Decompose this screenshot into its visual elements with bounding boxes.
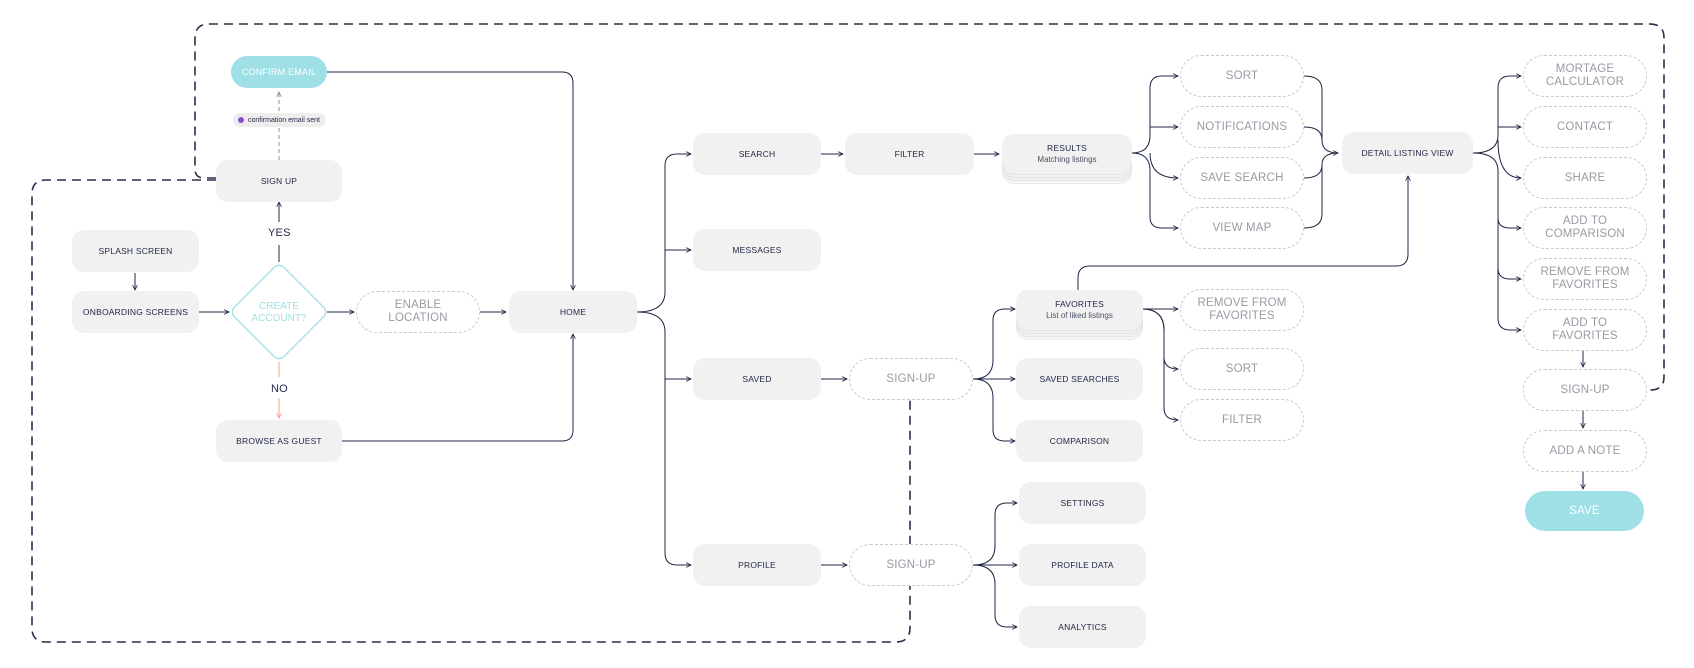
messages-node[interactable]: MESSAGES xyxy=(693,229,821,271)
enable-location-line2: LOCATION xyxy=(388,312,448,324)
favorites-remove-line1: REMOVE FROM xyxy=(1197,297,1287,309)
favorites-sort-node[interactable]: SORT xyxy=(1180,348,1304,390)
favorites-filter-node[interactable]: FILTER xyxy=(1180,399,1304,441)
search-node[interactable]: SEARCH xyxy=(693,133,821,175)
contact-node[interactable]: CONTACT xyxy=(1523,106,1647,148)
splash-screen-node[interactable]: SPLASH SCREEN xyxy=(72,230,199,272)
profile-sign-up-node[interactable]: SIGN-UP xyxy=(849,544,973,586)
saved-searches-node[interactable]: SAVED SEARCHES xyxy=(1016,358,1143,400)
profile-data-node[interactable]: PROFILE DATA xyxy=(1019,544,1146,586)
add-to-comparison-node[interactable]: ADD TO COMPARISON xyxy=(1523,207,1647,249)
mortgage-calculator-node[interactable]: MORTAGE CALCULATOR xyxy=(1523,55,1647,97)
add-to-favorites-line2: FAVORITES xyxy=(1552,330,1618,342)
onboarding-screens-node[interactable]: ONBOARDING SCREENS xyxy=(72,291,199,333)
mortgage-line1: MORTAGE xyxy=(1555,63,1615,75)
remove-from-favorites-line1: REMOVE FROM xyxy=(1540,266,1630,278)
confirm-email-node[interactable]: CONFIRM EMAIL xyxy=(231,56,327,88)
signup-boundary-dashed xyxy=(194,23,1665,391)
confirmation-badge: confirmation email sent xyxy=(233,113,326,127)
create-account-label: CREATE ACCOUNT? xyxy=(239,301,319,325)
create-account-line2: ACCOUNT? xyxy=(251,313,307,324)
view-map-node[interactable]: VIEW MAP xyxy=(1180,207,1304,249)
badge-text: confirmation email sent xyxy=(248,116,320,124)
comparison-node[interactable]: COMPARISON xyxy=(1016,420,1143,462)
settings-node[interactable]: SETTINGS xyxy=(1019,482,1146,524)
favorites-remove-node[interactable]: REMOVE FROM FAVORITES xyxy=(1180,289,1304,331)
enable-location-line1: ENABLE xyxy=(394,299,442,311)
add-to-favorites-line1: ADD TO xyxy=(1562,317,1608,329)
profile-node[interactable]: PROFILE xyxy=(693,544,821,586)
favorites-title: FAVORITES xyxy=(1055,298,1104,309)
notifications-node[interactable]: NOTIFICATIONS xyxy=(1180,106,1304,148)
results-subtitle: Matching listings xyxy=(1037,154,1097,164)
home-node[interactable]: HOME xyxy=(509,291,637,333)
saved-node[interactable]: SAVED xyxy=(693,358,821,400)
results-title: RESULTS xyxy=(1047,142,1087,153)
browse-as-guest-node[interactable]: BROWSE AS GUEST xyxy=(216,420,342,462)
add-to-favorites-node[interactable]: ADD TO FAVORITES xyxy=(1523,309,1647,351)
saved-sign-up-node[interactable]: SIGN-UP xyxy=(849,358,973,400)
create-account-diamond xyxy=(231,264,327,360)
share-node[interactable]: SHARE xyxy=(1523,157,1647,199)
favorites-node[interactable]: FAVORITES List of liked listings xyxy=(1016,290,1143,328)
save-search-node[interactable]: SAVE SEARCH xyxy=(1180,157,1304,199)
add-to-comparison-line1: ADD TO xyxy=(1562,215,1608,227)
add-to-comparison-line2: COMPARISON xyxy=(1545,228,1625,240)
no-label: NO xyxy=(271,383,288,395)
detail-listing-view-node[interactable]: DETAIL LISTING VIEW xyxy=(1342,132,1473,174)
add-a-note-node[interactable]: ADD A NOTE xyxy=(1523,430,1647,472)
results-node[interactable]: RESULTS Matching listings xyxy=(1002,134,1132,172)
sort-node[interactable]: SORT xyxy=(1180,55,1304,97)
create-account-line1: CREATE xyxy=(259,301,299,312)
guest-boundary-dashed xyxy=(31,179,911,643)
save-node[interactable]: SAVE xyxy=(1525,491,1644,531)
remove-from-favorites-node[interactable]: REMOVE FROM FAVORITES xyxy=(1523,258,1647,300)
mortgage-line2: CALCULATOR xyxy=(1545,76,1625,88)
yes-label: YES xyxy=(268,227,291,239)
analytics-node[interactable]: ANALYTICS xyxy=(1019,606,1146,648)
filter-node[interactable]: FILTER xyxy=(845,133,974,175)
remove-from-favorites-line2: FAVORITES xyxy=(1552,279,1618,291)
sign-up-node[interactable]: SIGN UP xyxy=(216,160,342,202)
badge-dot-icon xyxy=(238,117,244,123)
detail-sign-up-node[interactable]: SIGN-UP xyxy=(1523,369,1647,411)
enable-location-node[interactable]: ENABLE LOCATION xyxy=(356,291,480,333)
favorites-remove-line2: FAVORITES xyxy=(1209,310,1275,322)
favorites-subtitle: List of liked listings xyxy=(1046,310,1113,320)
